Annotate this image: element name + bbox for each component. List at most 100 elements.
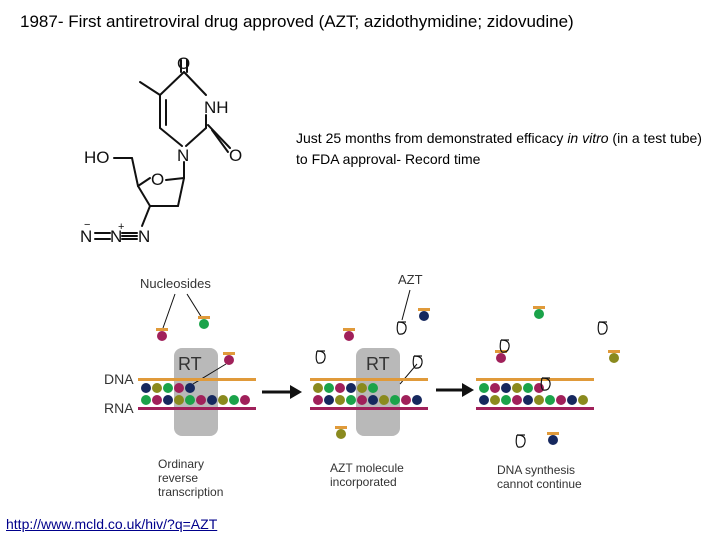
free-nucleotide	[199, 319, 209, 329]
rna-nucleotide	[196, 395, 206, 405]
caption-1-line-1: Ordinary	[158, 457, 204, 471]
dna-nucleotide	[346, 383, 356, 393]
caption-2-line-2: incorporated	[330, 475, 397, 489]
slide-title: 1987- First antiretroviral drug approved…	[20, 12, 574, 31]
rna-nucleotide	[346, 395, 356, 405]
nucleotide-base-bar	[223, 352, 235, 355]
nucleotide-base-bar	[547, 432, 559, 435]
dna-nucleotide	[501, 383, 511, 393]
free-nucleotide	[336, 429, 346, 439]
free-nucleotide	[419, 311, 429, 321]
rna-nucleotide	[368, 395, 378, 405]
rt-enzyme-2	[356, 348, 400, 436]
rna-nucleotide	[534, 395, 544, 405]
nucleotide-base-bar	[156, 328, 168, 331]
caption-1-line-3: transcription	[158, 485, 223, 499]
arrow-1-head	[290, 385, 302, 399]
azide-plus: +	[118, 221, 124, 233]
caption-part-1: Just 25 months from demonstrated efficac…	[296, 130, 568, 146]
rna-nucleotide	[390, 395, 400, 405]
caption-incorporated: AZT molecule incorporated	[330, 461, 404, 489]
caption-1-line-2: reverse	[158, 471, 198, 485]
rna-backbone	[310, 407, 428, 410]
azt-label: AZT	[398, 272, 423, 287]
rna-nucleotide	[207, 395, 217, 405]
atom-n: N	[177, 146, 189, 165]
rt-enzyme-1	[174, 348, 218, 436]
free-nucleotide	[344, 331, 354, 341]
rna-nucleotide	[501, 395, 511, 405]
rna-nucleotide	[523, 395, 533, 405]
dna-nucleotide	[523, 383, 533, 393]
nucleotide-base-bar	[335, 426, 347, 429]
rna-nucleotide	[174, 395, 184, 405]
azt-icon	[499, 339, 510, 353]
dna-nucleotide	[163, 383, 173, 393]
free-nucleotide	[157, 331, 167, 341]
nucleotide-base-bar	[608, 350, 620, 353]
rt-diagram: RT RT Nucleosides AZT DNA RNA Ordinary r…	[104, 272, 620, 499]
nucleotide-base-bar	[418, 308, 430, 311]
rna-nucleotide	[490, 395, 500, 405]
dna-nucleotide	[490, 383, 500, 393]
dna-nucleotide	[534, 383, 544, 393]
source-link[interactable]: http://www.mcld.co.uk/hiv/?q=AZT	[6, 516, 218, 532]
free-nucleotide	[496, 353, 506, 363]
dna-nucleotide	[357, 383, 367, 393]
arrow-2-head	[462, 383, 474, 397]
azt-structure	[94, 59, 231, 240]
caption-text: Just 25 months from demonstrated efficac…	[296, 128, 716, 170]
free-nucleotide	[609, 353, 619, 363]
caption-3-line-2: cannot continue	[497, 477, 582, 491]
dna-nucleotide	[324, 383, 334, 393]
dna-nucleotide	[313, 383, 323, 393]
rna-nucleotide	[578, 395, 588, 405]
pointer-nucleoside-b	[186, 293, 203, 319]
pointer-nucleoside-a	[162, 293, 176, 329]
dna-nucleotide	[174, 383, 184, 393]
dna-label: DNA	[104, 371, 134, 387]
rna-nucleotide	[379, 395, 389, 405]
rna-label: RNA	[104, 400, 134, 416]
caption-cannot-continue: DNA synthesis cannot continue	[497, 463, 582, 491]
atom-o-top: O	[177, 54, 190, 73]
azt-icon	[412, 355, 423, 369]
azt-icon	[396, 321, 407, 335]
azt-icon	[597, 321, 608, 335]
rna-nucleotide	[401, 395, 411, 405]
rna-nucleotide	[163, 395, 173, 405]
rna-nucleotide	[324, 395, 334, 405]
rna-backbone	[476, 407, 594, 410]
nucleosides-label: Nucleosides	[140, 276, 211, 291]
dna-nucleotide	[141, 383, 151, 393]
nucleotide-base-bar	[533, 306, 545, 309]
azide-n3: N	[138, 227, 150, 246]
rna-nucleotide	[556, 395, 566, 405]
dna-nucleotide	[152, 383, 162, 393]
rna-nucleotide	[357, 395, 367, 405]
dna-nucleotide	[368, 383, 378, 393]
rna-nucleotide	[141, 395, 151, 405]
azt-icon	[540, 377, 551, 391]
dna-nucleotide	[335, 383, 345, 393]
caption-italic: in vitro	[567, 130, 609, 146]
atom-nh: NH	[204, 98, 229, 117]
rna-nucleotide	[185, 395, 195, 405]
azide-minus: −	[84, 219, 90, 231]
rna-nucleotide	[567, 395, 577, 405]
dna-nucleotide	[479, 383, 489, 393]
rna-nucleotide	[412, 395, 422, 405]
dna-backbone	[310, 378, 428, 381]
azt-icon	[315, 350, 326, 364]
rna-nucleotide	[218, 395, 228, 405]
caption-2-line-1: AZT molecule	[330, 461, 404, 475]
free-nucleotide	[224, 355, 234, 365]
pointer-azt	[401, 289, 411, 321]
caption-3-line-1: DNA synthesis	[497, 463, 575, 477]
dna-backbone	[138, 378, 256, 381]
caption-part-2: (in a test tube) to FDA approval- Record…	[296, 130, 702, 167]
dna-nucleotide	[512, 383, 522, 393]
caption-ordinary: Ordinary reverse transcription	[158, 457, 223, 499]
dna-rna-strands	[138, 306, 620, 448]
